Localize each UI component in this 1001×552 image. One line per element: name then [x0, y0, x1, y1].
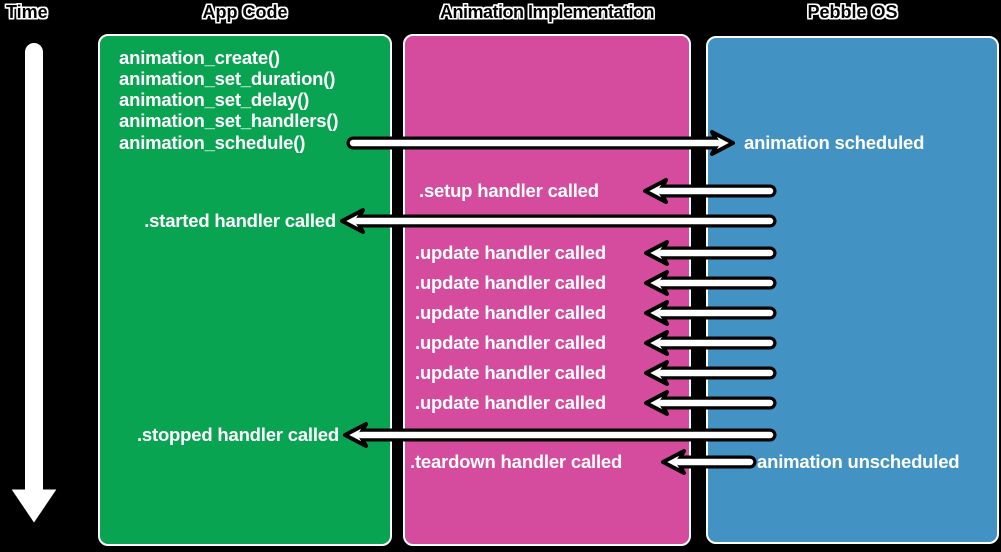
app-code-lane [98, 34, 392, 546]
call-animation-schedule: animation_schedule() [119, 132, 306, 153]
app-code-header: App Code [202, 2, 288, 22]
update-handler-label: .update handler called [415, 272, 606, 293]
pebble-os-header: Pebble OS [807, 2, 898, 22]
call-animation-set-duration: animation_set_duration() [119, 68, 336, 89]
time-axis-label: Time [6, 2, 48, 22]
stopped-handler-label: .stopped handler called [136, 424, 339, 445]
update-handler-label: .update handler called [415, 302, 606, 323]
call-animation-set-handlers: animation_set_handlers() [119, 110, 339, 131]
animation-implementation-header: Animation Implementation [439, 2, 655, 22]
animation-scheduled-label: animation scheduled [744, 132, 925, 153]
started-handler-label: .started handler called [144, 210, 336, 231]
call-animation-create: animation_create() [119, 47, 280, 68]
teardown-handler-label: .teardown handler called [410, 451, 623, 472]
animation-implementation-lane [403, 34, 691, 546]
setup-handler-label: .setup handler called [419, 180, 599, 201]
animation-unscheduled-label: animation unscheduled [757, 451, 960, 472]
time-axis-arrow [4, 38, 64, 530]
update-handler-label: .update handler called [415, 242, 606, 263]
update-handler-label: .update handler called [415, 392, 606, 413]
update-handler-label: .update handler called [415, 362, 606, 383]
call-animation-set-delay: animation_set_delay() [119, 89, 310, 110]
update-handler-label: .update handler called [415, 332, 606, 353]
